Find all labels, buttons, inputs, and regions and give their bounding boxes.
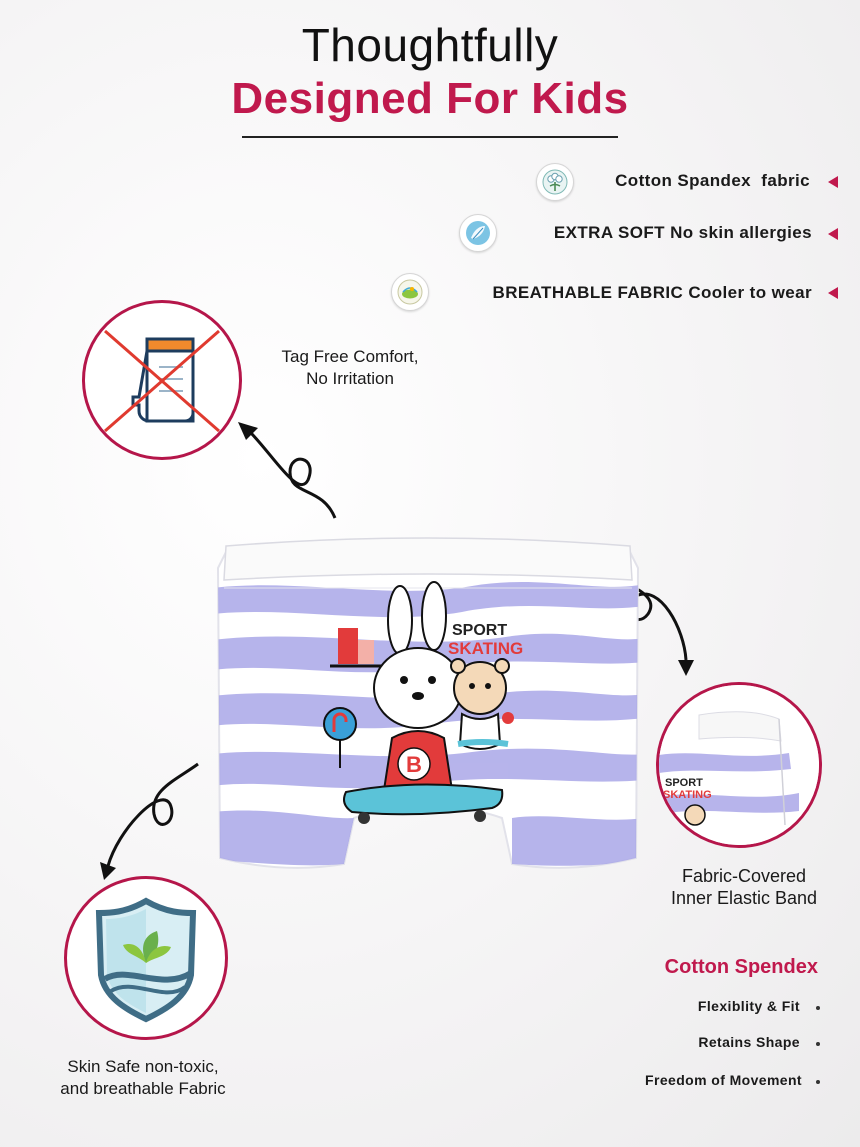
feature-breathable: BREATHABLE FABRIC Cooler to wear xyxy=(493,283,812,303)
tag-free-line-1: Tag Free Comfort, xyxy=(281,347,419,366)
feature-extra-soft-rest: No skin allergies xyxy=(670,223,812,242)
page-title-line-1: Thoughtfully xyxy=(301,19,559,71)
no-tag-icon xyxy=(104,329,220,433)
print-letter: B xyxy=(406,752,422,777)
pointer-triangle-icon xyxy=(828,176,838,188)
breathable-leaf-icon xyxy=(391,273,429,311)
closeup-print-skating: SKATING xyxy=(663,789,712,801)
feature-breathable-bold: BREATHABLE FABRIC xyxy=(492,283,684,302)
feature-extra-soft: EXTRA SOFT No skin allergies xyxy=(554,223,812,243)
skin-safe-circle xyxy=(64,876,228,1040)
tag-free-line-2: No Irritation xyxy=(306,369,394,388)
skin-safe-line-2: and breathable Fabric xyxy=(60,1079,226,1098)
print-line-sport: SPORT xyxy=(452,622,508,639)
spandex-item-movement: Freedom of Movement xyxy=(645,1072,802,1088)
print-line-skating: SKATING xyxy=(448,639,524,658)
cotton-plant-icon xyxy=(536,163,574,201)
skin-safe-label: Skin Safe non-toxic, and breathable Fabr… xyxy=(30,1056,256,1100)
bullet-dot xyxy=(816,1042,820,1046)
feature-cotton-spandex: Cotton Spandex fabric xyxy=(615,171,810,191)
title-divider xyxy=(242,136,618,138)
pointer-triangle-icon xyxy=(828,228,838,240)
closeup-print-sport: SPORT xyxy=(665,777,703,789)
elastic-line-2: Inner Elastic Band xyxy=(670,888,818,908)
elastic-band-circle: SPORT SKATING xyxy=(656,682,822,848)
shield-leaf-icon xyxy=(95,897,197,1023)
page-title-line-2: Designed For Kids xyxy=(231,74,629,123)
tag-free-circle xyxy=(82,300,242,460)
elastic-band-label: Fabric-Covered Inner Elastic Band xyxy=(646,865,842,909)
feather-soft-icon xyxy=(459,214,497,252)
spandex-item-flexibility: Flexiblity & Fit xyxy=(697,998,800,1014)
skin-safe-line-1: Skin Safe non-toxic, xyxy=(67,1057,219,1076)
feature-cotton-spandex-bold: Cotton Spandex xyxy=(615,171,752,190)
tag-free-label: Tag Free Comfort, No Irritation xyxy=(252,346,448,390)
feature-extra-soft-bold: EXTRA SOFT xyxy=(553,223,665,242)
bullet-dot xyxy=(816,1006,820,1010)
feature-cotton-spandex-rest: fabric xyxy=(761,171,810,190)
product-boxer-image: SPORT SKATING B xyxy=(212,528,644,890)
elastic-line-1: Fabric-Covered xyxy=(681,866,807,886)
spandex-item-shape: Retains Shape xyxy=(698,1034,800,1050)
feature-breathable-rest: Cooler to wear xyxy=(688,283,812,302)
cotton-spandex-title: Cotton Spendex xyxy=(664,956,818,978)
bullet-dot xyxy=(816,1080,820,1084)
pointer-triangle-icon xyxy=(828,287,838,299)
elastic-band-closeup xyxy=(659,685,819,845)
